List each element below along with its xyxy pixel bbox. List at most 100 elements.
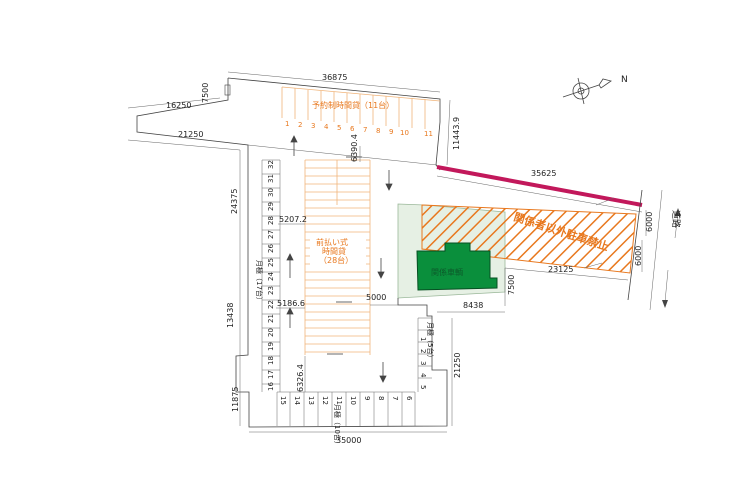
dim-inner-offset-c: 5186.6 — [277, 299, 305, 308]
stall-number-bottom-8: 8 — [377, 396, 385, 400]
building-label: 関係車輌 — [431, 267, 463, 277]
stall-number-left-17: 17 — [267, 370, 275, 379]
stall-number-bottom-12: 12 — [321, 396, 329, 405]
stall-number-top-9: 9 — [389, 128, 393, 136]
dim-left-height-b: 13438 — [226, 303, 235, 328]
corner-marker — [224, 84, 231, 96]
stall-number-left-31: 31 — [267, 174, 275, 183]
compass-icon — [562, 77, 612, 105]
stall-number-left-27: 27 — [267, 230, 275, 239]
lot-inner-edge — [247, 144, 438, 166]
zone-prepaid-label-3: （28台） — [319, 255, 353, 265]
stall-number-top-7: 7 — [363, 126, 367, 134]
stall-number-left-19: 19 — [267, 342, 275, 351]
dim-right-upper-height: 11443.9 — [452, 117, 461, 150]
road-arrow-up-head — [675, 208, 681, 216]
boundary-line — [436, 165, 643, 207]
stall-number-top-8: 8 — [376, 127, 380, 135]
dim-inner-offset-d: 5000 — [366, 293, 386, 302]
stall-number-left-30: 30 — [267, 188, 275, 197]
right-monthly-stalls — [417, 317, 432, 392]
dim-left-height-c: 11875 — [231, 387, 240, 412]
stall-number-bottom-6: 6 — [405, 396, 413, 401]
stall-number-left-24: 24 — [267, 272, 275, 281]
dim-building-offset-width: 8438 — [463, 301, 483, 310]
building — [416, 242, 498, 291]
stall-number-bottom-9: 9 — [363, 396, 371, 400]
stall-number-right-5: 5 — [419, 385, 427, 389]
zone-monthly-left-label: 月極（17台） — [255, 260, 264, 304]
stall-number-right-4: 4 — [419, 373, 427, 378]
left-monthly-stalls — [261, 159, 281, 392]
stall-number-left-32: 32 — [267, 160, 275, 169]
stall-numbers-right: 1 2 3 4 5 — [419, 337, 427, 389]
bottom-monthly-stalls — [276, 391, 416, 426]
dim-inner-offset-a: 6390.4 — [350, 134, 359, 162]
stall-number-top-2: 2 — [298, 121, 302, 129]
stall-number-left-18: 18 — [267, 356, 275, 365]
stall-number-left-20: 20 — [267, 328, 275, 337]
stall-number-bottom-14: 14 — [293, 396, 301, 405]
stall-numbers-top: 1 2 3 4 5 6 7 8 9 10 11 — [285, 120, 433, 138]
stall-number-left-25: 25 — [267, 258, 275, 267]
stall-number-left-28: 28 — [267, 216, 275, 225]
road-arrow-up — [674, 213, 679, 239]
entry-arrow-2 — [583, 262, 603, 269]
road-arrow-down-head — [662, 300, 668, 308]
stall-number-left-21: 21 — [267, 314, 275, 323]
stall-number-left-23: 23 — [267, 286, 275, 295]
dim-hatch-width: 23125 — [548, 265, 573, 274]
compass-label: N — [621, 75, 628, 85]
stall-number-top-3: 3 — [311, 122, 315, 130]
zone-reserved-label: 予約制時間貸（11台） — [312, 100, 394, 110]
reserved-stalls — [281, 86, 441, 129]
stall-number-left-29: 29 — [267, 202, 275, 211]
zone-monthly-bottom-label: 月極（10台） — [333, 404, 342, 448]
stall-number-top-1: 1 — [285, 120, 289, 128]
stall-numbers-bottom: 15 14 13 12 11 10 9 8 7 6 — [279, 396, 413, 405]
dim-inner-offset-b: 5207.2 — [279, 215, 307, 224]
stall-number-top-11: 11 — [424, 130, 433, 138]
stall-number-top-10: 10 — [400, 129, 409, 137]
stall-number-bottom-15: 15 — [279, 396, 287, 405]
dim-road-side-b: 6000 — [634, 246, 643, 266]
stall-number-left-22: 22 — [267, 300, 275, 309]
stall-number-top-4: 4 — [324, 123, 329, 131]
stall-number-right-3: 3 — [419, 361, 427, 365]
zone-prepaid-label-1: 前払い式 — [316, 237, 348, 247]
prepaid-label-bg — [310, 236, 366, 266]
zone-monthly-right-label: 月極（5台） — [426, 322, 435, 361]
stall-numbers-left: 32 31 30 29 28 27 26 25 24 23 22 21 20 1… — [267, 160, 275, 391]
road-arrow-down — [664, 269, 669, 303]
dim-top-left-width: 16250 — [166, 101, 191, 110]
dim-bottom-width: 35000 — [336, 436, 361, 445]
stall-number-left-26: 26 — [267, 244, 275, 253]
dimension-lines — [127, 71, 647, 433]
dim-top-width: 36875 — [322, 73, 347, 82]
dim-inner-offset-e: 6326.4 — [296, 364, 305, 392]
dim-left-upper-width: 21250 — [178, 130, 203, 139]
dim-diagonal-length: 35625 — [531, 169, 556, 178]
road-label: 道路 — [670, 210, 682, 228]
stall-number-right-2: 2 — [419, 349, 427, 353]
dim-right-lower-height: 21250 — [453, 353, 462, 378]
dim-left-height-a: 24375 — [230, 189, 239, 214]
stall-number-right-1: 1 — [419, 337, 427, 341]
dim-building-offset-height: 7500 — [507, 275, 516, 295]
stall-number-bottom-10: 10 — [349, 396, 357, 405]
stall-number-bottom-11: 11 — [335, 396, 343, 405]
flow-arrows — [286, 135, 393, 383]
lot-boundary — [136, 78, 448, 428]
zone-prepaid-label-2: 時間貸 — [322, 246, 346, 256]
stall-number-bottom-13: 13 — [307, 396, 315, 405]
stall-number-top-5: 5 — [337, 124, 341, 132]
dim-top-left-height: 7500 — [201, 83, 210, 103]
stall-number-top-6: 6 — [350, 125, 355, 133]
no-parking-zone — [421, 204, 637, 274]
road-edge-right — [649, 189, 663, 311]
road-edge-left — [627, 189, 643, 301]
entry-arrow — [595, 197, 615, 206]
stall-number-left-16: 16 — [267, 382, 275, 391]
stall-number-bottom-7: 7 — [391, 396, 399, 400]
